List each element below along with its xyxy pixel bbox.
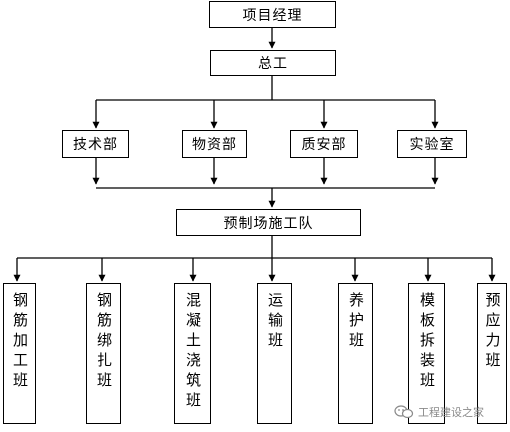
dept-quality-safety-box: 质安部 bbox=[290, 130, 358, 158]
squad-rebar-processing-box: 钢筋加工班 bbox=[3, 283, 36, 424]
dept-materials-box: 物资部 bbox=[182, 130, 247, 158]
project-manager-box: 项目经理 bbox=[209, 1, 336, 28]
chief-engineer-box: 总工 bbox=[210, 50, 336, 76]
watermark: 工程建设之家 bbox=[394, 404, 484, 420]
prefab-yard-team-box: 预制场施工队 bbox=[176, 209, 361, 236]
squad-prestress-box: 预应力班 bbox=[477, 283, 507, 424]
squad-curing-box: 养护班 bbox=[338, 283, 373, 424]
dept-technical-box: 技术部 bbox=[62, 130, 129, 158]
squad-formwork-box: 模板拆装班 bbox=[408, 283, 445, 424]
squad-transport-box: 运输班 bbox=[257, 283, 292, 424]
dept-laboratory-box: 实验室 bbox=[397, 130, 467, 158]
watermark-text: 工程建设之家 bbox=[418, 406, 484, 419]
squad-concrete-pouring-box: 混凝土浇筑班 bbox=[174, 283, 211, 424]
wechat-icon bbox=[394, 405, 414, 419]
squad-rebar-binding-box: 钢筋绑扎班 bbox=[86, 283, 121, 424]
